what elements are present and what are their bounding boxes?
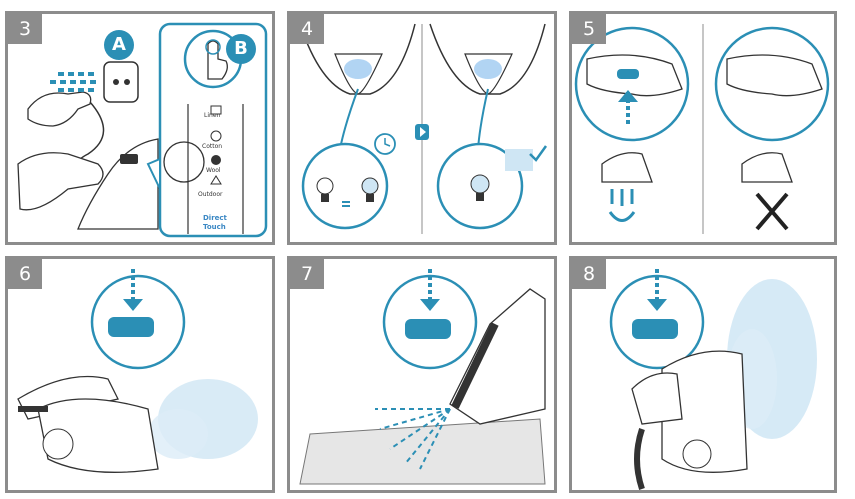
- step-panel-8: 8: [569, 256, 837, 493]
- vertical-steam-illustration: [17, 269, 258, 473]
- setting-label-outdoor: Outdoor: [198, 191, 223, 198]
- step-panel-3: 3 A B Linen Cotton Wool Outdoor Direct T…: [5, 11, 275, 245]
- plug-in-illustration: [17, 22, 268, 238]
- step-number: 4: [290, 14, 324, 44]
- step-number: 8: [572, 259, 606, 289]
- step-number: 5: [572, 14, 606, 44]
- step-panel-7: 7: [287, 256, 557, 493]
- step-panel-6: 6: [5, 256, 275, 493]
- setting-label-linen: Linen: [204, 112, 221, 119]
- marker-b-label: B: [234, 38, 248, 59]
- step-number: 3: [8, 14, 42, 44]
- marker-b: B: [226, 34, 256, 64]
- direct-touch-label-line2: Touch: [203, 223, 226, 231]
- step-number: 7: [290, 259, 324, 289]
- steam-trigger-illustration: [574, 24, 830, 234]
- step-number: 6: [8, 259, 42, 289]
- marker-a: A: [104, 30, 134, 60]
- setting-label-cotton: Cotton: [202, 143, 223, 150]
- setting-label-wool: Wool: [206, 167, 221, 174]
- light-indicator-illustration: [299, 23, 548, 234]
- spray-illustration: [299, 269, 546, 485]
- marker-a-label: A: [112, 34, 126, 55]
- step-panel-4: 4: [287, 11, 557, 245]
- direct-touch-label-line1: Direct: [203, 214, 227, 222]
- step-panel-5: 5: [569, 11, 837, 245]
- vertical-steam-illustration-2: [609, 269, 817, 490]
